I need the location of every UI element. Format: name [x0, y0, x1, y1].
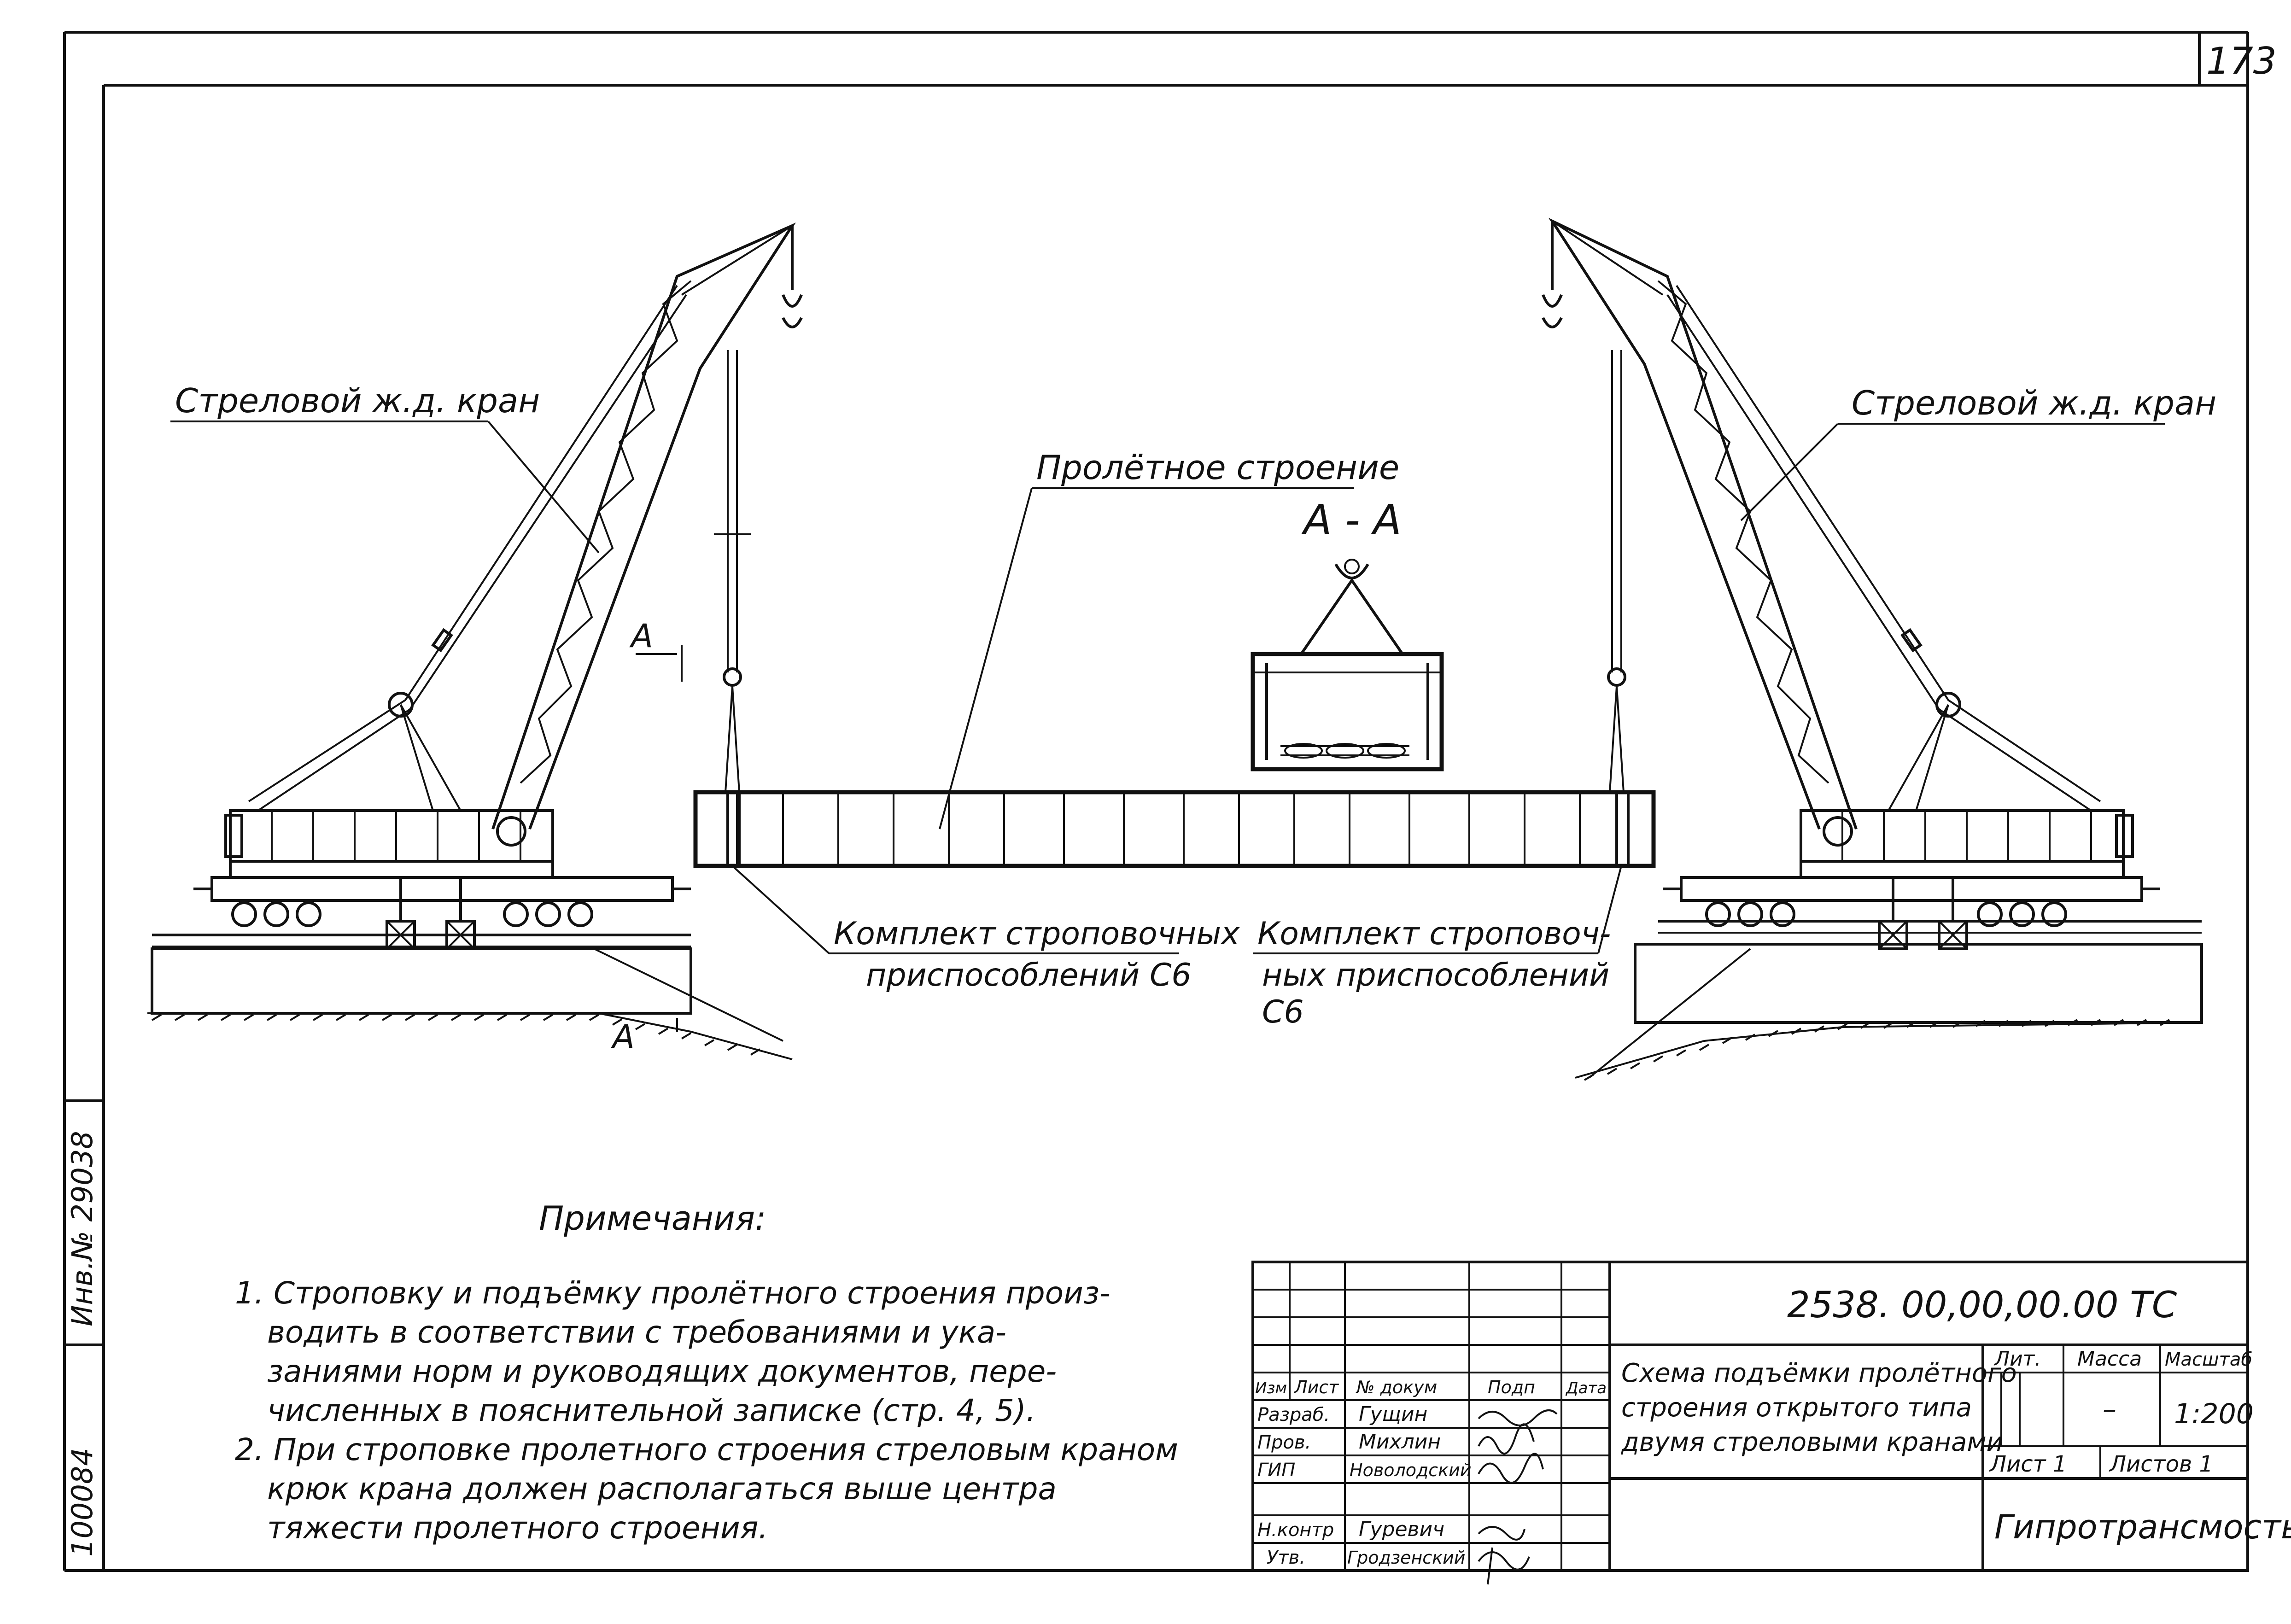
role-label: Утв. [1267, 1547, 1305, 1568]
doc-code: 2538. 00,00,00.00 ТС [1787, 1285, 2177, 1326]
crane-label-right: Стреловой ж.д. кран [1852, 384, 2216, 422]
section-title: А - А [1301, 496, 1402, 544]
note-line: крюк крана должен располагаться выше цен… [267, 1471, 1057, 1507]
role-name: Гуревич [1359, 1518, 1444, 1541]
side-stamp-archive: Инв.№ 29038 [65, 1131, 99, 1326]
rigging-label-left-1: Комплект строповочных [834, 916, 1240, 952]
notes: Примечания: 1. Строповку и подъёмку прол… [235, 1199, 1178, 1546]
col-header: Подп [1488, 1377, 1535, 1397]
role-label: ГИП [1257, 1460, 1295, 1481]
side-stamp-inv: 100084 [65, 1448, 99, 1557]
description-line: строения открытого типа [1621, 1393, 1972, 1423]
note-line: 1. Строповку и подъёмку пролётного строе… [235, 1275, 1110, 1311]
span-structure [693, 790, 1656, 868]
sheet-number: 173 [2206, 40, 2277, 82]
organization: Гипротрансмость [1994, 1507, 2291, 1546]
right-crane [1542, 217, 2203, 1081]
mass-value: – [2103, 1393, 2116, 1425]
sheet-label: Лист 1 [1989, 1451, 2067, 1477]
note-line: водить в соответствии с требованиями и у… [267, 1314, 1006, 1350]
lit-label: Лит. [1993, 1347, 2041, 1371]
sheet-frame [63, 31, 2249, 1572]
note-line: тяжести пролетного строения. [267, 1510, 768, 1546]
note-line: заниями норм и руководящих документов, п… [267, 1354, 1057, 1389]
role-label: Н.контр [1257, 1519, 1334, 1541]
note-line: численных в пояснительной записке (стр. … [267, 1393, 1036, 1428]
section-mark-upper: А [629, 617, 653, 655]
scale-label: Масштаб [2165, 1349, 2252, 1370]
scale-value: 1:200 [2174, 1398, 2254, 1430]
leader-lines [170, 421, 2165, 954]
col-header: Лист [1293, 1377, 1339, 1397]
rigging-label-right-2: ных приспособлений [1262, 957, 1609, 993]
title-block [1251, 1261, 2249, 1572]
notes-title: Примечания: [539, 1199, 766, 1238]
col-header: № докум [1356, 1377, 1437, 1397]
crane-label-left: Стреловой ж.д. кран [175, 381, 540, 420]
role-name: Гродзенский [1347, 1548, 1465, 1568]
role-label: Пров. [1257, 1432, 1311, 1453]
left-crane [147, 222, 803, 1060]
sheets-label: Листов 1 [2109, 1451, 2213, 1477]
description-line: Схема подъёмки пролётного [1621, 1358, 2017, 1388]
role-name: Новолодский [1350, 1460, 1472, 1480]
col-header: Изм [1255, 1379, 1287, 1397]
role-name: Гущин [1359, 1402, 1427, 1426]
signatures [1478, 1409, 1558, 1585]
rigging-label-left-2: приспособлений С6 [866, 957, 1192, 993]
section-a-a-detail [1251, 559, 1444, 771]
span-label: Пролётное строение [1036, 448, 1399, 487]
note-line: 2. При строповке пролетного строения стр… [235, 1432, 1178, 1467]
rigging-label-right-3: С6 [1262, 994, 1304, 1030]
section-mark-lower: А [611, 1018, 635, 1056]
description-line: двумя стреловыми кранами [1621, 1427, 2003, 1457]
rigging-label-right-1: Комплект строповоч- [1257, 916, 1611, 952]
col-header: Дата [1565, 1379, 1607, 1397]
role-name: Михлин [1359, 1430, 1441, 1454]
role-label: Разраб. [1257, 1404, 1330, 1425]
mass-label: Масса [2077, 1347, 2142, 1371]
